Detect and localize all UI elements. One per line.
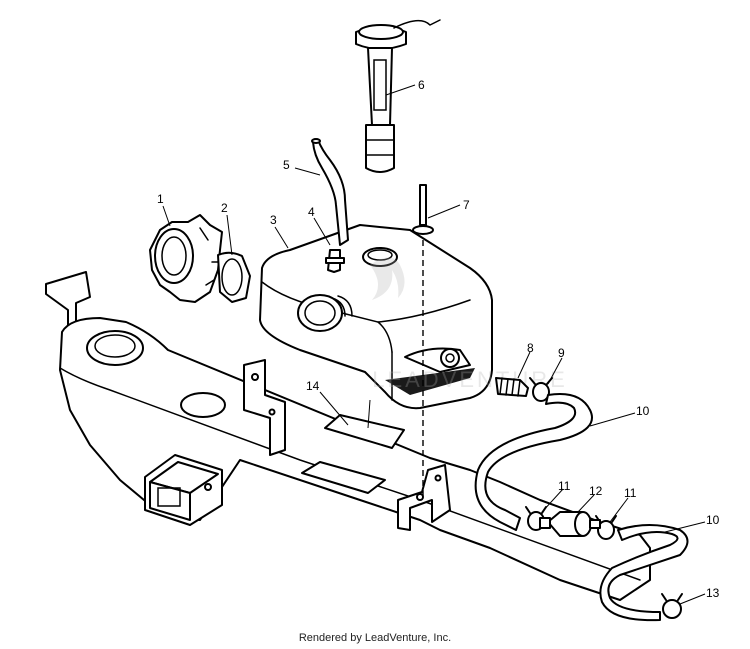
vent-fitting xyxy=(325,249,345,273)
callout-3: 3 xyxy=(270,213,277,227)
footer-credit: Rendered by LeadVenture, Inc. xyxy=(298,632,452,644)
callout-12: 12 xyxy=(589,484,603,498)
leader-lines xyxy=(162,84,706,605)
callout-10a: 10 xyxy=(636,404,650,418)
filler-adapter xyxy=(217,251,251,303)
callout-8: 8 xyxy=(527,341,534,355)
fuel-hose-lower xyxy=(599,524,689,622)
svg-text:LEADVENTURE: LEADVENTURE xyxy=(372,367,568,392)
hose-fitting xyxy=(495,377,529,397)
fuel-hose-upper xyxy=(474,393,593,531)
tank-pad xyxy=(324,414,405,449)
callout-11b: 11 xyxy=(624,486,637,500)
fuel-tank xyxy=(259,224,493,410)
callout-14: 14 xyxy=(306,379,320,393)
hose-clamp-13 xyxy=(661,593,683,619)
callout-4: 4 xyxy=(308,205,315,219)
fuel-filter xyxy=(539,511,601,537)
watermark: LEADVENTURE xyxy=(370,257,568,392)
fuel-cap xyxy=(149,214,223,303)
callout-9: 9 xyxy=(558,346,565,360)
callout-2: 2 xyxy=(221,201,228,215)
callout-6: 6 xyxy=(418,78,425,92)
callout-5: 5 xyxy=(283,158,290,172)
callout-7: 7 xyxy=(463,198,470,212)
vent-tube xyxy=(311,138,349,246)
callout-labels: 1 2 3 4 5 6 7 8 9 10 10 11 11 12 13 14 xyxy=(157,78,720,600)
vent-pin xyxy=(412,184,434,500)
fuel-gauge xyxy=(355,19,441,173)
frame xyxy=(45,271,651,601)
callout-1: 1 xyxy=(157,192,164,206)
callout-11a: 11 xyxy=(558,479,571,493)
callout-10b: 10 xyxy=(706,513,720,527)
callout-13: 13 xyxy=(706,586,720,600)
